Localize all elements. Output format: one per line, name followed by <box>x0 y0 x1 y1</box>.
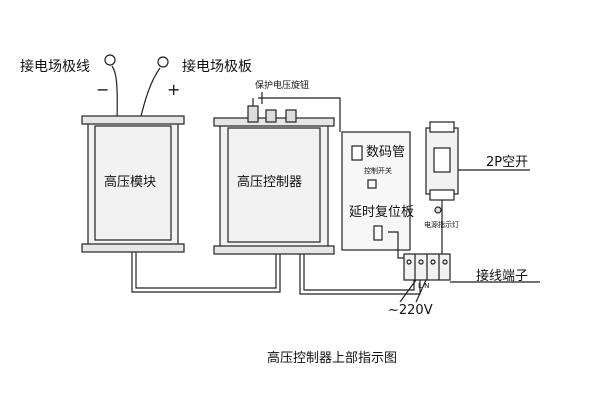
hv-controller-box <box>213 98 335 255</box>
diagram-caption: 高压控制器上部指示图 <box>267 351 398 366</box>
power-indicator-label: 电源指示灯 <box>424 221 459 229</box>
breaker-label: 2P空开 <box>486 155 529 170</box>
positive-lead <box>139 67 161 121</box>
protection-knob-label: 保护电压旋钮 <box>255 81 310 91</box>
hv-controller-label: 高压控制器 <box>237 175 303 190</box>
digital-tube-label: 数码管 <box>366 145 406 160</box>
electrode-plate-label: 接电场极板 <box>182 59 252 75</box>
positive-sign: + <box>167 80 181 99</box>
supply-lead <box>399 279 417 303</box>
negative-lead <box>111 65 118 121</box>
negative-lug <box>104 54 116 66</box>
electrode-wire-label: 接电场极线 <box>20 59 90 75</box>
module-to-controller-cable-b <box>135 252 277 289</box>
positive-lug <box>157 56 169 68</box>
terminal-block-label: 接线端子 <box>476 269 529 284</box>
board-to-terminal <box>388 231 404 259</box>
delay-reset-board-box <box>341 131 411 251</box>
negative-sign: − <box>96 80 110 99</box>
knob-to-board <box>258 97 341 132</box>
control-switch-label: 控制开关 <box>364 167 392 175</box>
terminal-marks-label: L N <box>418 282 430 290</box>
controller-to-board-cable-b <box>303 254 415 291</box>
hv-module-box <box>81 115 185 253</box>
voltage-label: ~220V <box>388 303 433 318</box>
supply-lead-2 <box>415 279 427 303</box>
terminal-block-box <box>403 253 451 281</box>
module-to-controller-cable-a <box>131 252 281 293</box>
delay-reset-board-label: 延时复位板 <box>349 205 415 220</box>
indicator-lamp <box>434 206 442 214</box>
controller-to-board-cable-a <box>299 254 421 295</box>
hv-module-label: 高压模块 <box>104 175 157 190</box>
breaker-box <box>425 121 459 201</box>
